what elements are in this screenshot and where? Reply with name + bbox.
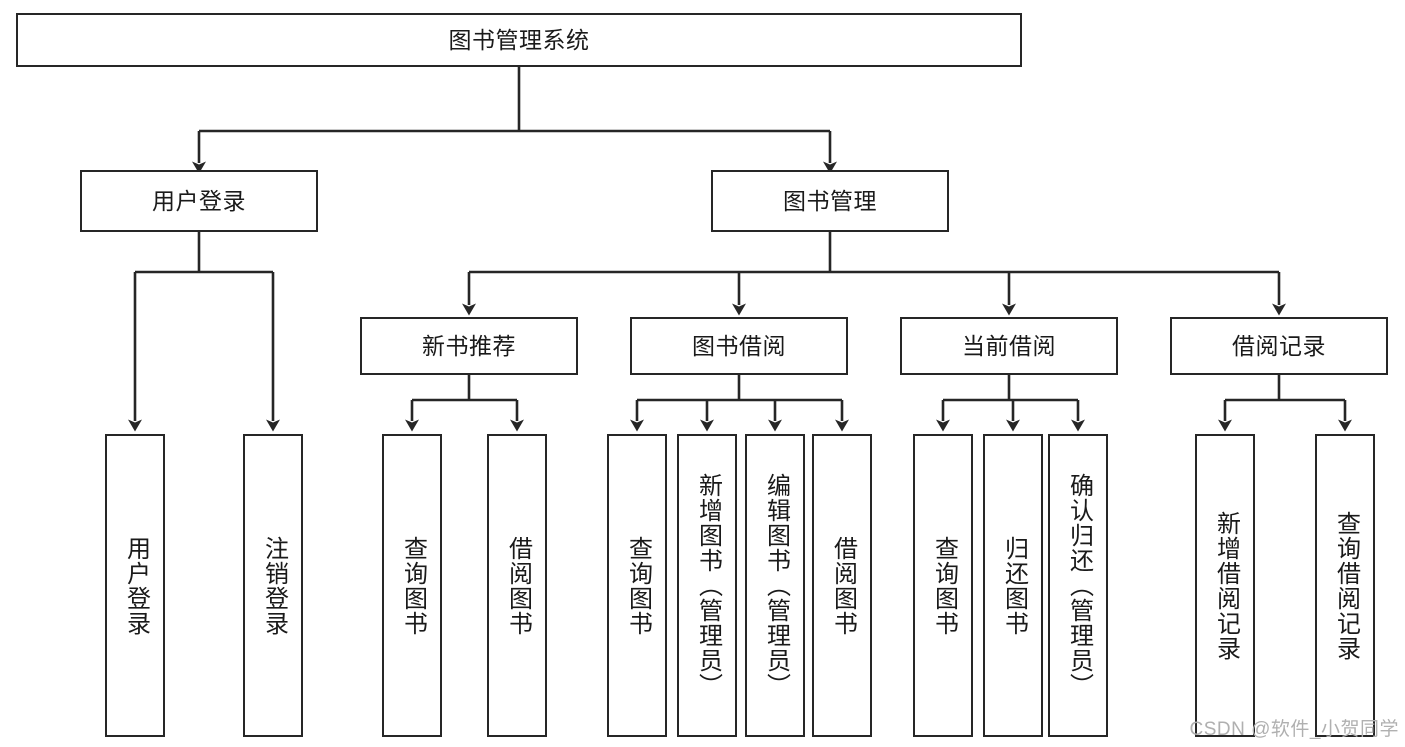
node-label: 确认归还（管理员） <box>1065 473 1093 698</box>
node-label: 新增借阅记录 <box>1212 510 1240 661</box>
node-label: 查询图书 <box>399 535 427 636</box>
node-label: 当前借阅 <box>962 332 1056 359</box>
node-label: 查询图书 <box>930 535 958 636</box>
node-leaf-confirm-return-admin[interactable]: 确认归还（管理员） <box>1048 434 1108 737</box>
node-borrow-record[interactable]: 借阅记录 <box>1170 317 1388 375</box>
node-label: 查询图书 <box>624 535 652 636</box>
node-leaf-add-borrow-record[interactable]: 新增借阅记录 <box>1195 434 1255 737</box>
node-leaf-return-book[interactable]: 归还图书 <box>983 434 1043 737</box>
node-label: 借阅图书 <box>829 535 857 636</box>
node-label: 归还图书 <box>1000 535 1028 636</box>
node-label: 新增图书（管理员） <box>694 473 722 698</box>
node-label: 图书管理 <box>783 187 877 214</box>
node-leaf-user-login[interactable]: 用户登录 <box>105 434 165 737</box>
node-label: 编辑图书（管理员） <box>762 473 790 698</box>
node-leaf-edit-book-admin[interactable]: 编辑图书（管理员） <box>745 434 805 737</box>
node-leaf-query-book-borrow[interactable]: 查询图书 <box>607 434 667 737</box>
node-label: 查询借阅记录 <box>1332 510 1360 661</box>
node-book-borrow[interactable]: 图书借阅 <box>630 317 848 375</box>
node-leaf-borrow-book-newbook[interactable]: 借阅图书 <box>487 434 547 737</box>
node-leaf-query-book-current[interactable]: 查询图书 <box>913 434 973 737</box>
node-label: 借阅图书 <box>504 535 532 636</box>
node-leaf-logout[interactable]: 注销登录 <box>243 434 303 737</box>
node-current-borrow[interactable]: 当前借阅 <box>900 317 1118 375</box>
node-label: 用户登录 <box>152 187 246 214</box>
node-new-book-recommend[interactable]: 新书推荐 <box>360 317 578 375</box>
node-label: 注销登录 <box>260 535 288 636</box>
node-label: 用户登录 <box>122 535 150 636</box>
node-root-book-management-system[interactable]: 图书管理系统 <box>16 13 1022 67</box>
node-label: 新书推荐 <box>422 332 516 359</box>
node-user-login[interactable]: 用户登录 <box>80 170 318 232</box>
watermark-text: CSDN @软件_小贺同学 <box>1189 719 1399 740</box>
node-leaf-borrow-book-borrow[interactable]: 借阅图书 <box>812 434 872 737</box>
node-label: 图书借阅 <box>692 332 786 359</box>
node-leaf-query-book-newbook[interactable]: 查询图书 <box>382 434 442 737</box>
node-book-management[interactable]: 图书管理 <box>711 170 949 232</box>
node-label: 图书管理系统 <box>448 26 590 53</box>
node-leaf-query-borrow-record[interactable]: 查询借阅记录 <box>1315 434 1375 737</box>
node-leaf-add-book-admin[interactable]: 新增图书（管理员） <box>677 434 737 737</box>
node-label: 借阅记录 <box>1232 332 1326 359</box>
